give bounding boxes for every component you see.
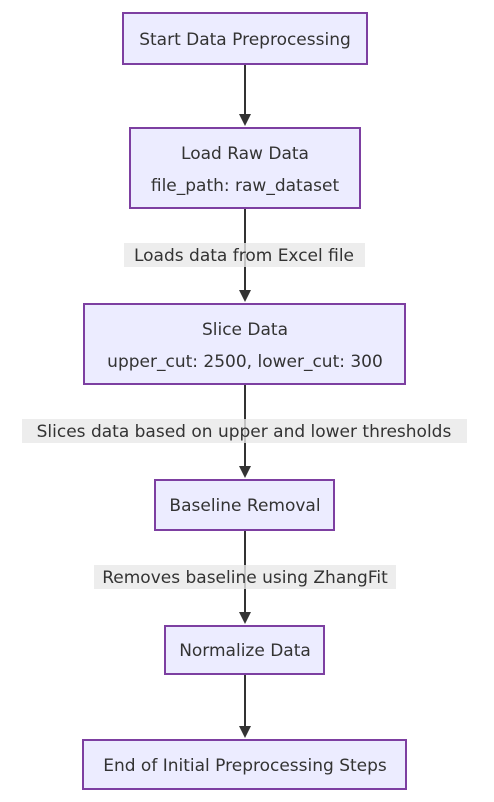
edge-load-to-slice: Loads data from Excel file <box>124 208 365 302</box>
edge-label-background <box>124 243 365 267</box>
edge-label: Removes baseline using ZhangFit <box>102 568 388 588</box>
node-baseline-removal[interactable]: Baseline Removal <box>154 479 335 531</box>
node-slice-data[interactable]: Slice Data upper_cut: 2500, lower_cut: 3… <box>83 303 406 385</box>
node-label-detail: file_path: raw_dataset <box>151 176 340 196</box>
edge-start-to-load <box>239 64 251 126</box>
node-label-detail: upper_cut: 2500, lower_cut: 300 <box>107 352 383 372</box>
node-label: Load Raw Data <box>181 144 309 164</box>
edge-label-background <box>22 419 467 443</box>
node-normalize-data[interactable]: Normalize Data <box>164 625 325 675</box>
node-end[interactable]: End of Initial Preprocessing Steps <box>82 739 407 790</box>
node-label: Start Data Preprocessing <box>139 30 351 50</box>
edge-label-background <box>94 565 396 589</box>
node-label: Slice Data <box>202 320 288 340</box>
node-label: End of Initial Preprocessing Steps <box>103 756 387 776</box>
arrowhead <box>239 290 251 302</box>
node-start[interactable]: Start Data Preprocessing <box>122 12 368 65</box>
edge-normalize-to-end <box>239 674 251 738</box>
arrowhead <box>239 726 251 738</box>
arrowhead <box>239 612 251 624</box>
node-load-raw-data[interactable]: Load Raw Data file_path: raw_dataset <box>129 127 361 209</box>
node-label: Baseline Removal <box>169 496 320 516</box>
edge-slice-to-baseline: Slices data based on upper and lower thr… <box>22 384 467 478</box>
arrowhead <box>239 466 251 478</box>
edge-label: Loads data from Excel file <box>134 246 354 266</box>
arrowhead <box>239 114 251 126</box>
edge-label: Slices data based on upper and lower thr… <box>37 422 452 442</box>
node-label: Normalize Data <box>179 641 311 661</box>
edge-baseline-to-normalize: Removes baseline using ZhangFit <box>94 530 396 624</box>
